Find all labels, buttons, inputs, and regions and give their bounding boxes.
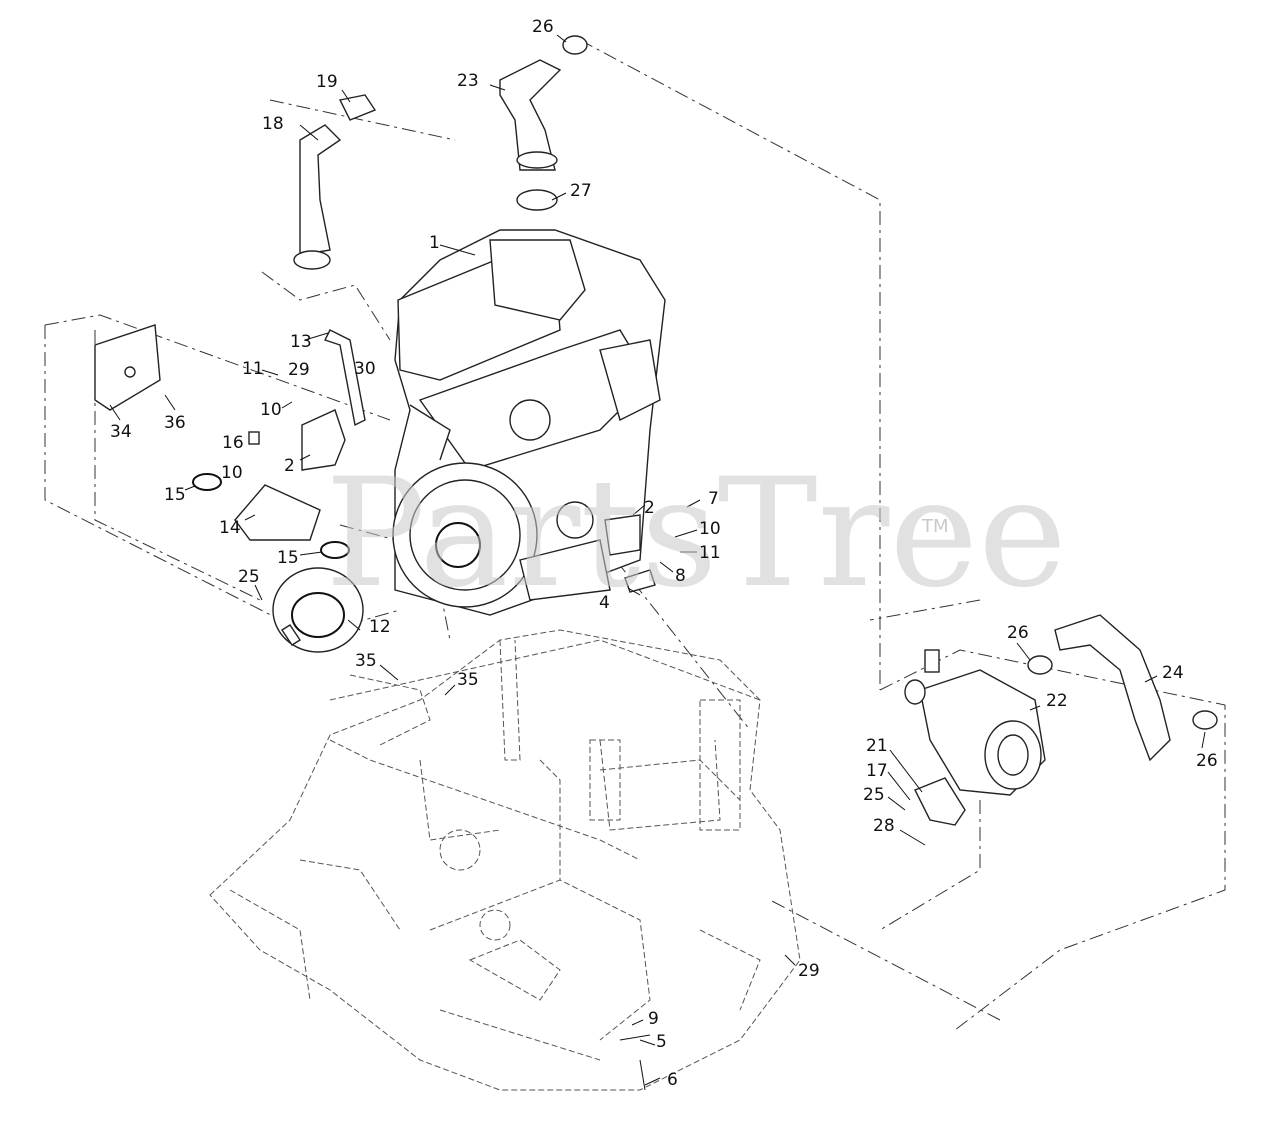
hose-clamp [338, 94, 377, 121]
heat-shield [94, 324, 161, 411]
hose-clamp [562, 35, 588, 55]
callout-4: 4 [599, 593, 610, 613]
callout-22: 22 [1046, 691, 1068, 711]
isolator-mount [192, 473, 222, 491]
callout-12: 12 [369, 617, 391, 637]
hose-clamp [1192, 710, 1218, 730]
callout-8: 8 [675, 566, 686, 586]
engine [392, 229, 666, 616]
callout-35: 35 [457, 670, 479, 690]
breather-hose [293, 124, 342, 270]
callout-10: 10 [699, 519, 721, 539]
callout-24: 24 [1162, 663, 1184, 683]
callout-27: 27 [570, 181, 592, 201]
callout-15: 15 [277, 548, 299, 568]
support-strap [324, 329, 366, 427]
drive-coupler [272, 567, 364, 653]
callout-11: 11 [242, 359, 264, 379]
callout-6: 6 [667, 1070, 678, 1090]
hose-clamp [1027, 655, 1053, 675]
mower-frame [209, 629, 801, 1091]
intake-hose-lower [1054, 614, 1171, 762]
callout-21: 21 [866, 736, 888, 756]
callout-26: 26 [532, 17, 554, 37]
air-cleaner [904, 649, 1046, 796]
callout-10: 10 [260, 400, 282, 420]
callout-34: 34 [110, 422, 132, 442]
callout-10: 10 [221, 463, 243, 483]
mounting-plate [234, 484, 321, 541]
hose-clamp [516, 189, 558, 211]
callout-25: 25 [863, 785, 885, 805]
cap [248, 431, 260, 445]
callout-36: 36 [164, 413, 186, 433]
callout-23: 23 [457, 71, 479, 91]
callout-16: 16 [222, 433, 244, 453]
air-cleaner-bracket [914, 777, 966, 826]
callout-35: 35 [355, 651, 377, 671]
callout-7: 7 [708, 489, 719, 509]
callout-15: 15 [164, 485, 186, 505]
callout-18: 18 [262, 114, 284, 134]
callout-29: 29 [798, 961, 820, 981]
engine-mount-bracket [301, 409, 346, 471]
callout-19: 19 [316, 72, 338, 92]
callout-26: 26 [1007, 623, 1029, 643]
callout-25: 25 [238, 567, 260, 587]
engine-mount [624, 569, 656, 593]
callout-2: 2 [644, 498, 655, 518]
callout-26: 26 [1196, 751, 1218, 771]
callout-14: 14 [219, 518, 241, 538]
leader-lines [109, 34, 1206, 1091]
intake-hose-upper [499, 59, 562, 171]
callout-13: 13 [290, 332, 312, 352]
callout-30: 30 [354, 359, 376, 379]
isolator-mount [320, 541, 350, 559]
callout-9: 9 [648, 1009, 659, 1029]
callout-2: 2 [284, 456, 295, 476]
callout-1: 1 [429, 233, 440, 253]
callout-5: 5 [656, 1032, 667, 1052]
callout-11: 11 [699, 543, 721, 563]
callout-labels: 1 2 2 4 5 6 7 8 9 10 10 10 11 11 12 13 1… [110, 17, 1218, 1090]
callout-28: 28 [873, 816, 895, 836]
engine-mount-bracket [604, 514, 641, 556]
watermark-trademark: TM [921, 516, 949, 537]
callout-17: 17 [866, 761, 888, 781]
callout-29: 29 [288, 360, 310, 380]
watermark: PartsTree [325, 447, 1067, 621]
